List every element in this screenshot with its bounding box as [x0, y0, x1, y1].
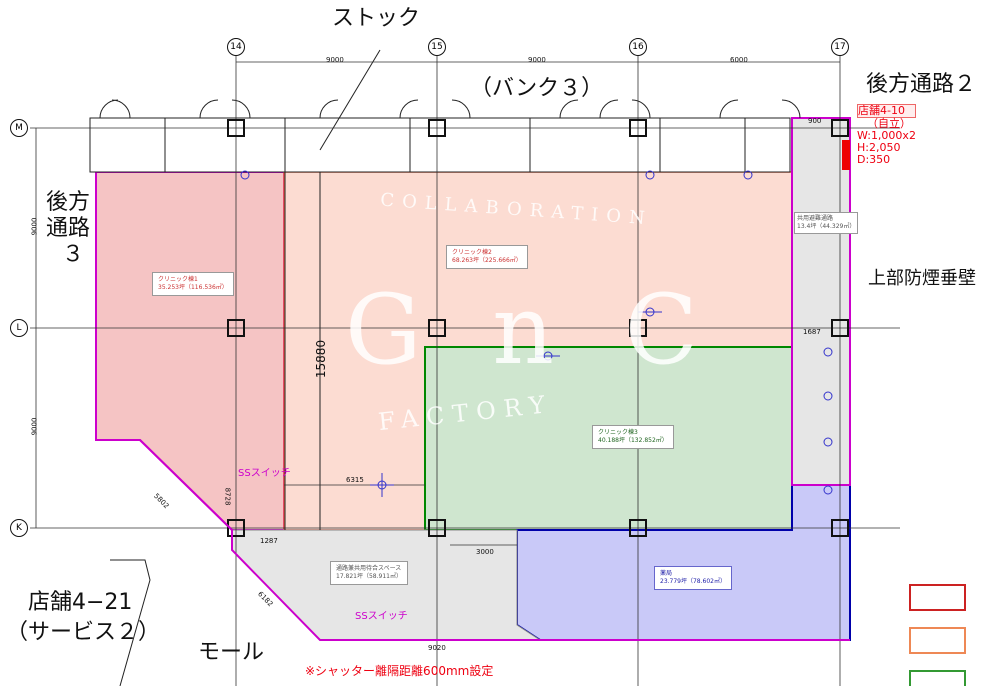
room-area: 23.779坪（78.602㎡）: [660, 578, 726, 585]
label-back-passage-3c: ３: [62, 242, 85, 267]
legend-box-orange: [909, 627, 966, 654]
diagonal-wall: [96, 439, 850, 641]
dim-8728: 8728: [223, 487, 232, 506]
dim-3000: 3000: [476, 548, 494, 556]
room-area: 13.4坪（44.329㎡）: [797, 223, 856, 230]
grid-bubble-15: 15: [428, 38, 446, 56]
room-name: 薬局: [660, 570, 673, 577]
label-store-421: 店舗4−21: [28, 590, 133, 615]
room-area: 17.821坪（58.911㎡）: [336, 573, 402, 580]
dim-top-3: 6000: [730, 56, 748, 64]
store410-width: W:1,000x2: [857, 129, 916, 142]
dim-1287: 1287: [260, 537, 278, 545]
dim-15880: 15880: [314, 339, 329, 379]
room-name: 共用避難通路: [797, 215, 834, 222]
store410-spec: 店舗4-10 （自立） W:1,000x2 H:2,050 D:350: [857, 104, 916, 166]
ceiling-lights: [240, 170, 833, 497]
room-area: 35.253坪（116.536㎡）: [158, 284, 228, 291]
label-shutter-note: ※シャッター離隔距離600mm設定: [305, 664, 494, 678]
room-name: クリニック棟1: [158, 276, 198, 283]
store410-title: 店舗4-10: [857, 104, 916, 118]
label-stock: ストック: [332, 6, 421, 31]
grid-bubble-16: 16: [629, 38, 647, 56]
grid-bubble-k: K: [10, 519, 28, 537]
grid-bubble-17: 17: [831, 38, 849, 56]
room-area: 40.188坪（132.852㎡）: [598, 437, 668, 444]
legend-box-green: [909, 670, 966, 686]
label-ss-switch-2: SSスイッチ: [355, 611, 408, 622]
label-bank: （バンク３）: [470, 76, 604, 101]
dim-900: 900: [808, 117, 822, 125]
dim-top-2: 9000: [528, 56, 546, 64]
store421-wall: [110, 559, 151, 686]
room-name: 通路兼共用待合スペース: [336, 565, 402, 572]
legend-box-red: [909, 584, 966, 611]
label-back-passage-2: 後方通路２: [866, 72, 977, 97]
grid-lines: [30, 55, 900, 686]
dim-left-lower: 9000: [30, 417, 39, 436]
room-name: クリニック棟3: [598, 429, 638, 436]
label-store-421-sub: （サービス２）: [6, 620, 161, 645]
dim-9020: 9020: [428, 644, 446, 652]
store410-sub: （自立）: [867, 117, 911, 130]
stock-partitions: [99, 49, 801, 530]
label-back-passage-3a: 後方: [46, 190, 91, 215]
label-back-passage-3b: 通路: [46, 216, 91, 241]
dim-1687: 1687: [803, 328, 821, 336]
label-mall: モール: [198, 640, 265, 665]
columns: [227, 119, 849, 537]
room-corridor: [231, 529, 542, 641]
label-ss-switch-1: SSスイッチ: [238, 468, 291, 479]
store410-height: H:2,050: [857, 141, 901, 154]
grid-bubble-14: 14: [227, 38, 245, 56]
label-smoke-wall: 上部防煙垂壁: [868, 268, 976, 289]
watermark-logo: G n C: [345, 274, 718, 386]
dim-left-upper: 9000: [30, 217, 39, 236]
stock-area: [89, 117, 791, 173]
store410-depth: D:350: [857, 153, 891, 166]
grid-bubble-l: L: [10, 319, 28, 337]
dim-top-1: 9000: [326, 56, 344, 64]
room-name: クリニック棟2: [452, 249, 492, 256]
dim-6315: 6315: [346, 476, 364, 484]
room-area: 68.263坪（225.666㎡）: [452, 257, 522, 264]
store410-marker: [842, 140, 850, 170]
room-evac: [791, 117, 851, 486]
grid-bubble-m: M: [10, 119, 28, 137]
